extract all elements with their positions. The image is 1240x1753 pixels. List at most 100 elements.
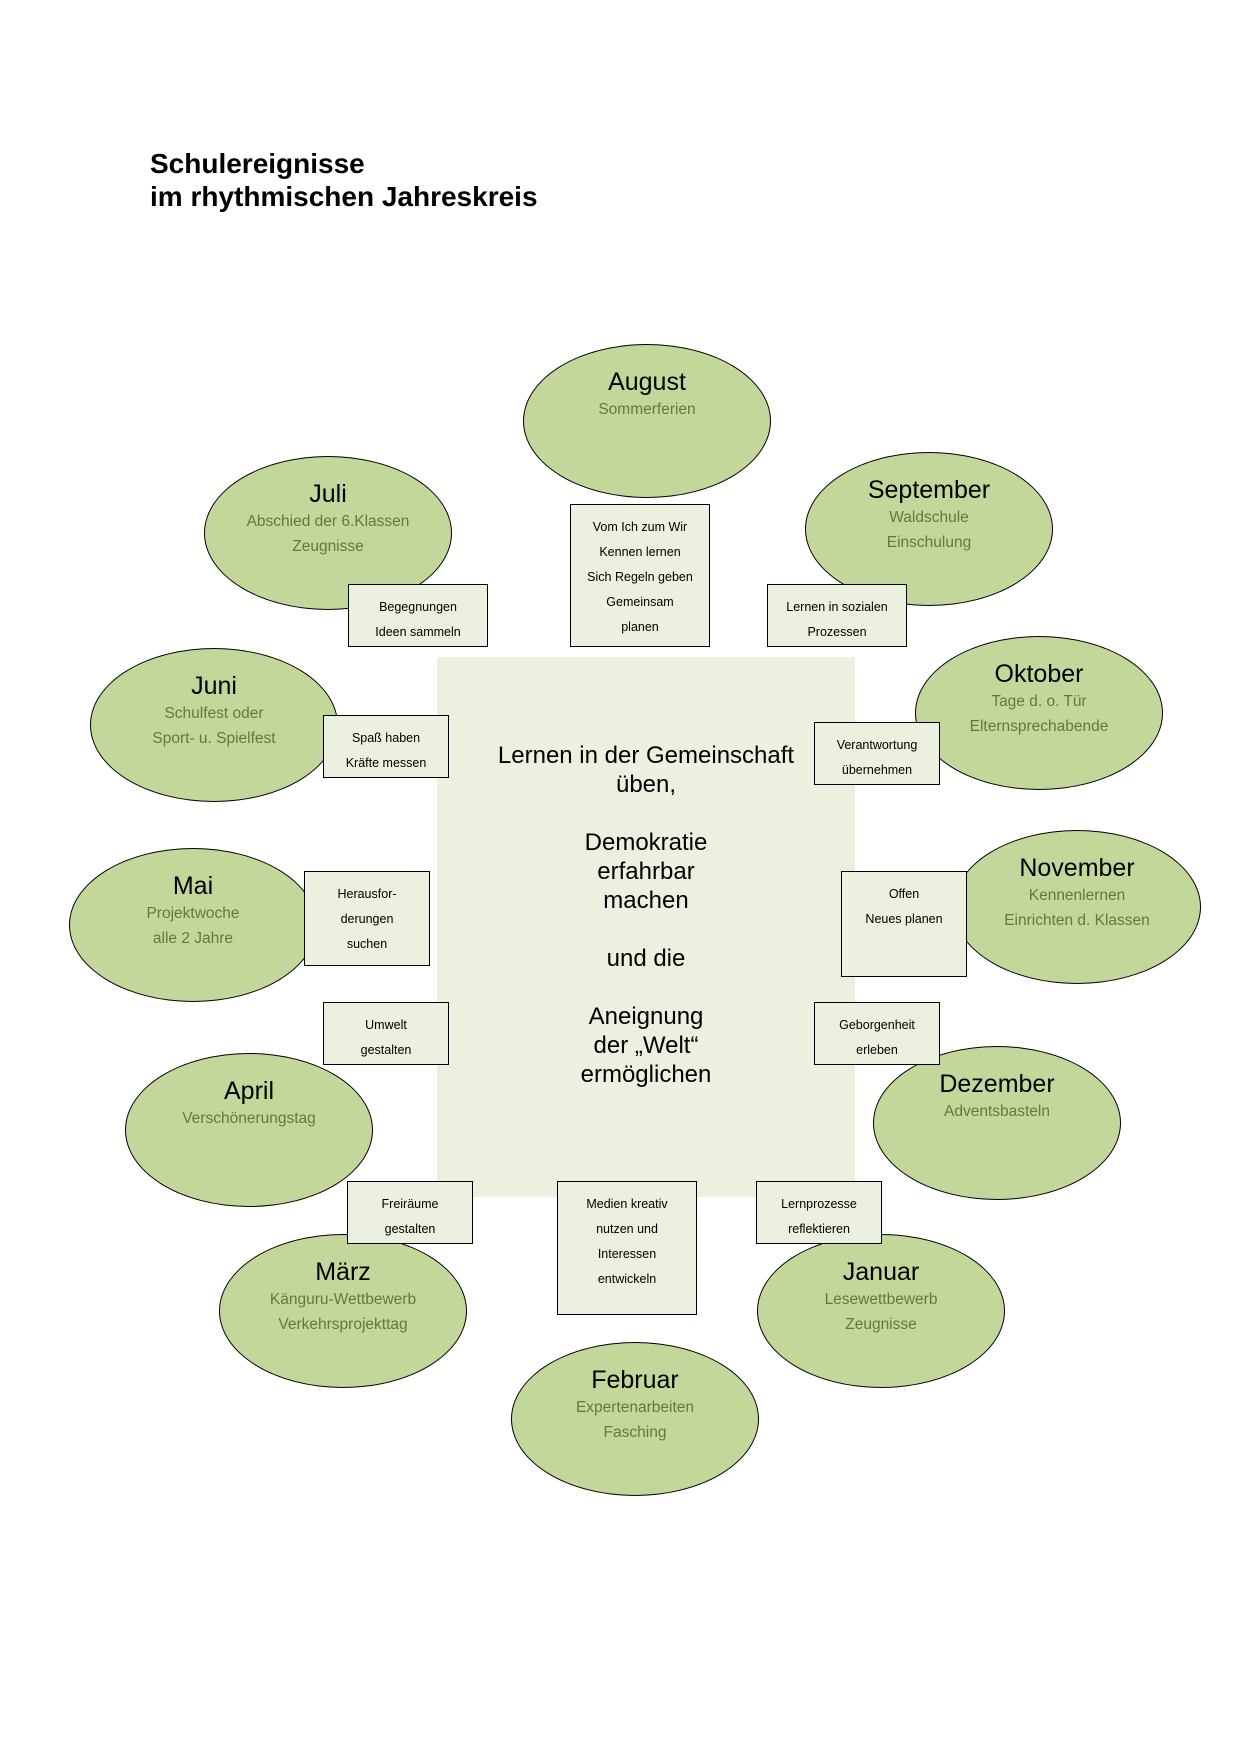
- note-bottom-left: Freiräume gestalten: [347, 1181, 473, 1244]
- note-line: Freiräume: [381, 1197, 439, 1211]
- note-line: Lernprozesse: [781, 1197, 857, 1211]
- center-line: Aneignung: [588, 1003, 704, 1030]
- month-event: Tage d. o. Tür: [991, 693, 1087, 710]
- center-line: erfahrbar: [597, 858, 695, 885]
- center-line: [437, 973, 855, 1002]
- center-line: und die: [606, 945, 686, 972]
- month-juni: Juni Schulfest oder Sport- u. Spielfest: [90, 648, 338, 802]
- month-event: Zeugnisse: [845, 1316, 917, 1333]
- note-top: Vom Ich zum Wir Kennen lernen Sich Regel…: [570, 504, 710, 647]
- month-event: Känguru-Wettbewerb: [269, 1291, 417, 1308]
- title-line-2: im rhythmischen Jahreskreis: [150, 181, 538, 212]
- note-right-upper: Verantwortung übernehmen: [814, 722, 940, 785]
- center-line: Lernen in der Gemeinschaft: [497, 742, 795, 769]
- month-maerz: März Känguru-Wettbewerb Verkehrsprojektt…: [219, 1234, 467, 1388]
- month-juli: Juli Abschied der 6.Klassen Zeugnisse: [204, 456, 452, 610]
- note-top-left: Begegnungen Ideen sammeln: [348, 584, 488, 647]
- center-line: [437, 915, 855, 944]
- month-name: Dezember: [939, 1070, 1055, 1098]
- note-bottom: Medien kreativ nutzen und Interessen ent…: [557, 1181, 697, 1315]
- note-line: reflektieren: [788, 1222, 850, 1236]
- month-name: März: [315, 1258, 371, 1286]
- note-line: Herausfor-: [337, 887, 397, 901]
- center-line: [437, 799, 855, 828]
- month-event: Zeugnisse: [292, 538, 364, 555]
- note-line: Medien kreativ: [586, 1197, 668, 1211]
- month-name: Oktober: [994, 660, 1084, 688]
- note-line: Neues planen: [865, 912, 943, 926]
- center-line: der „Welt“: [593, 1032, 699, 1059]
- note-top-right: Lernen in sozialen Prozessen: [767, 584, 907, 647]
- month-name: November: [1019, 854, 1135, 882]
- month-event: Lesewettbewerb: [824, 1291, 938, 1308]
- month-mai: Mai Projektwoche alle 2 Jahre: [69, 848, 317, 1002]
- month-event: Elternsprechabende: [969, 718, 1109, 735]
- note-line: suchen: [346, 937, 388, 951]
- note-left-lower: Umwelt gestalten: [323, 1002, 449, 1065]
- page-title: Schulereignisse im rhythmischen Jahreskr…: [150, 147, 538, 213]
- month-event: Sommerferien: [598, 401, 696, 418]
- note-line: Ideen sammeln: [375, 625, 461, 639]
- note-line: Umwelt: [365, 1018, 407, 1032]
- month-name: Juni: [191, 672, 237, 700]
- month-event: Adventsbasteln: [944, 1103, 1050, 1120]
- month-name: April: [223, 1077, 274, 1105]
- month-januar: Januar Lesewettbewerb Zeugnisse: [757, 1234, 1005, 1388]
- note-line: Interessen: [597, 1247, 657, 1261]
- month-event: Waldschule: [889, 509, 969, 526]
- month-september: September Waldschule Einschulung: [805, 452, 1053, 606]
- center-statement: Lernen in der Gemeinschaft üben, Demokra…: [437, 741, 855, 1089]
- center-line: Demokratie: [584, 829, 708, 856]
- note-line: Gemeinsam: [606, 595, 674, 609]
- note-line: Prozessen: [807, 625, 867, 639]
- month-name: Februar: [591, 1366, 679, 1394]
- note-line: entwickeln: [597, 1272, 657, 1286]
- center-line: üben,: [615, 771, 677, 798]
- month-event: Einschulung: [886, 534, 972, 551]
- note-left-upper: Spaß haben Kräfte messen: [323, 715, 449, 778]
- month-name: Januar: [842, 1258, 920, 1286]
- month-event: Abschied der 6.Klassen: [246, 513, 410, 530]
- month-april: April Verschönerungstag: [125, 1053, 373, 1207]
- month-november: November Kennenlernen Einrichten d. Klas…: [953, 830, 1201, 984]
- month-event: Schulfest oder: [164, 705, 264, 722]
- month-event: Sport- u. Spielfest: [152, 730, 276, 747]
- month-august: August Sommerferien: [523, 344, 771, 498]
- month-name: August: [608, 368, 686, 396]
- note-line: Kennen lernen: [599, 545, 681, 559]
- note-line: Geborgenheit: [839, 1018, 915, 1032]
- month-name: Mai: [172, 872, 214, 900]
- month-name: Juli: [309, 480, 347, 508]
- center-box: [437, 657, 855, 1197]
- note-line: Kräfte messen: [345, 756, 427, 770]
- month-event: Kennenlernen: [1028, 887, 1126, 904]
- note-line: nutzen und: [596, 1222, 658, 1236]
- note-line: Sich Regeln geben: [587, 570, 693, 584]
- note-bottom-right: Lernprozesse reflektieren: [756, 1181, 882, 1244]
- month-event: Fasching: [603, 1424, 667, 1441]
- month-event: alle 2 Jahre: [152, 930, 234, 947]
- note-line: erleben: [856, 1043, 898, 1057]
- note-line: planen: [621, 620, 659, 634]
- month-event: Expertenarbeiten: [575, 1399, 695, 1416]
- note-line: übernehmen: [841, 763, 913, 777]
- title-line-1: Schulereignisse: [150, 148, 365, 179]
- month-name: September: [867, 476, 991, 504]
- note-line: Verantwortung: [836, 738, 918, 752]
- month-event: Projektwoche: [146, 905, 240, 922]
- month-dezember: Dezember Adventsbasteln: [873, 1046, 1121, 1200]
- note-left-middle: Herausfor- derungen suchen: [304, 871, 430, 966]
- note-line: Lernen in sozialen: [786, 600, 888, 614]
- center-line: machen: [603, 887, 689, 914]
- note-line: gestalten: [384, 1222, 436, 1236]
- note-line: Offen: [888, 887, 920, 901]
- note-right-lower: Geborgenheit erleben: [814, 1002, 940, 1065]
- note-line: derungen: [340, 912, 394, 926]
- note-line: Begegnungen: [379, 600, 457, 614]
- month-februar: Februar Expertenarbeiten Fasching: [511, 1342, 759, 1496]
- month-event: Verkehrsprojekttag: [278, 1316, 408, 1333]
- month-oktober: Oktober Tage d. o. Tür Elternsprechabend…: [915, 636, 1163, 790]
- note-line: gestalten: [360, 1043, 412, 1057]
- note-right-middle: Offen Neues planen: [841, 871, 967, 977]
- note-line: Spaß haben: [351, 731, 421, 745]
